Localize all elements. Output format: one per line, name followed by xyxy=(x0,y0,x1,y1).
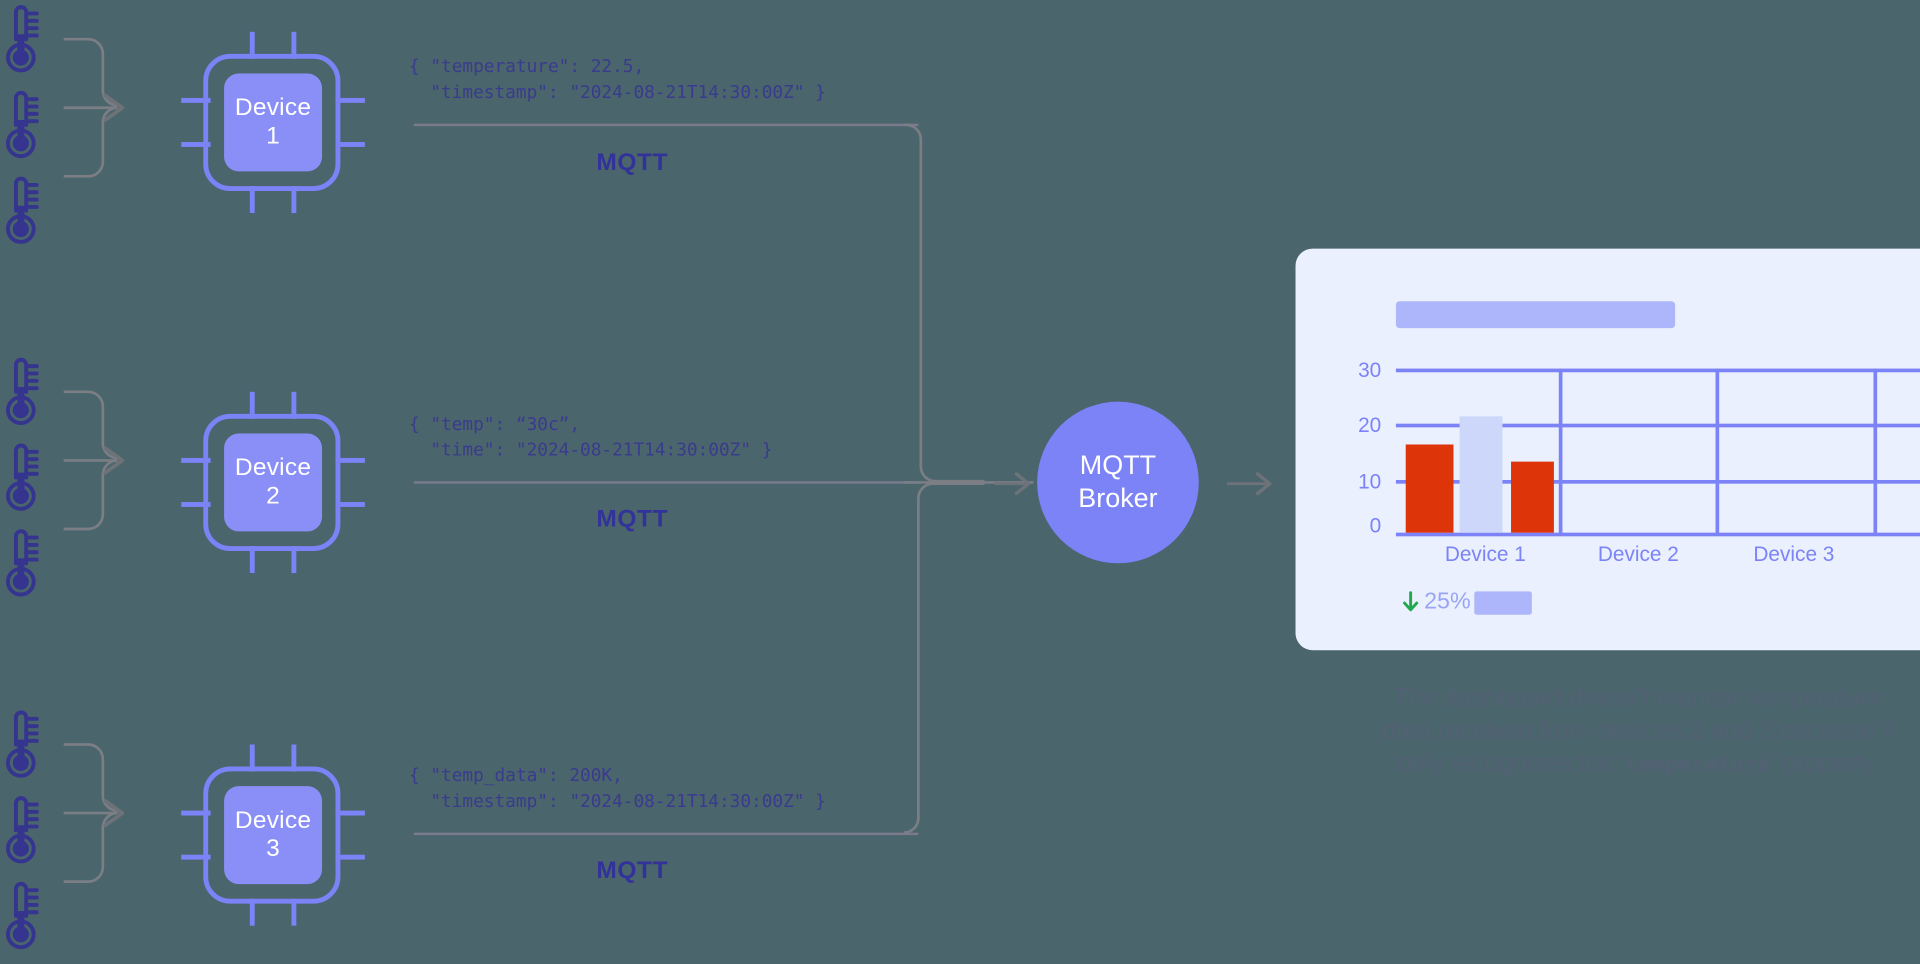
gridline-10 xyxy=(1395,480,1920,484)
category-divider-2 xyxy=(1715,368,1719,536)
sensor-bracket-device-2 xyxy=(61,387,134,534)
gridline-20 xyxy=(1395,423,1920,427)
device-3-outline xyxy=(203,766,341,904)
dashboard-input-arrow xyxy=(1226,468,1283,500)
y-tick-20: 20 xyxy=(1358,413,1382,438)
thermometer-icon xyxy=(2,708,39,784)
delta-value: 25% xyxy=(1424,588,1471,615)
dashboard-caption: The dashboard doesn't monitor temperatur… xyxy=(1259,681,1920,781)
device-2-link-line xyxy=(413,481,919,484)
caption-line-3-post: ' property. xyxy=(1770,749,1880,778)
thermometer-icon xyxy=(2,355,39,431)
thermometer-icon xyxy=(2,2,39,78)
thermometer-icon xyxy=(2,174,39,250)
sensor-bracket-device-3 xyxy=(61,740,134,887)
device-2-protocol-label: MQTT xyxy=(596,505,669,533)
dashboard-card[interactable]: 30 20 10 0 Device 1 Device 2 Device 3 25… xyxy=(1295,248,1920,651)
thermometer-icon xyxy=(2,879,39,955)
caption-line-1: The dashboard doesn't monitor temperatur… xyxy=(1393,683,1883,712)
x-label-device-3: Device 3 xyxy=(1753,542,1835,566)
caption-line-2: data received from devices 2 and 3 becau… xyxy=(1382,716,1895,745)
caption-property-name: temperature xyxy=(1624,751,1771,778)
card-title-placeholder xyxy=(1395,301,1676,329)
y-tick-0: 0 xyxy=(1369,514,1382,538)
thermometer-icon xyxy=(2,88,39,164)
bar-device1-series-a xyxy=(1405,444,1454,533)
arrow-down-icon xyxy=(1401,590,1421,614)
bar-device1-series-b xyxy=(1459,416,1503,533)
y-tick-10: 10 xyxy=(1358,470,1382,494)
x-label-device-1: Device 1 xyxy=(1444,542,1526,566)
device-1-protocol-label: MQTT xyxy=(596,149,669,177)
device-3-payload: { "temp_data": 200K, "timestamp": "2024-… xyxy=(408,766,826,812)
caption-line-3-pre: only recognizes the ' xyxy=(1396,749,1625,778)
y-tick-30: 30 xyxy=(1358,358,1382,383)
sensor-bracket-device-1 xyxy=(61,34,134,181)
device-3-protocol-label: MQTT xyxy=(596,857,669,885)
device-1-link-line xyxy=(413,123,919,127)
category-divider-1 xyxy=(1558,368,1562,536)
thermometer-icon xyxy=(2,793,39,869)
device-2-outline xyxy=(203,413,341,552)
broker-input-arrow xyxy=(994,468,1038,500)
bar-device1-series-c xyxy=(1511,461,1554,533)
device-2-payload: { "temp": “30c”, "time": "2024-08-21T14:… xyxy=(408,415,773,461)
device-3-link-line xyxy=(413,832,919,836)
thermometer-icon xyxy=(2,441,39,517)
device-1-payload: { "temperature": 22.5, "timestamp": "202… xyxy=(408,57,826,103)
delta-indicator: 25% xyxy=(1401,589,1532,616)
x-label-device-2: Device 2 xyxy=(1597,542,1679,566)
category-divider-3 xyxy=(1873,368,1877,536)
delta-bar-placeholder xyxy=(1474,590,1532,615)
gridline-30 xyxy=(1395,368,1920,372)
device-1-outline xyxy=(203,53,341,192)
thermometer-icon xyxy=(2,527,39,603)
axis-baseline xyxy=(1395,532,1920,536)
